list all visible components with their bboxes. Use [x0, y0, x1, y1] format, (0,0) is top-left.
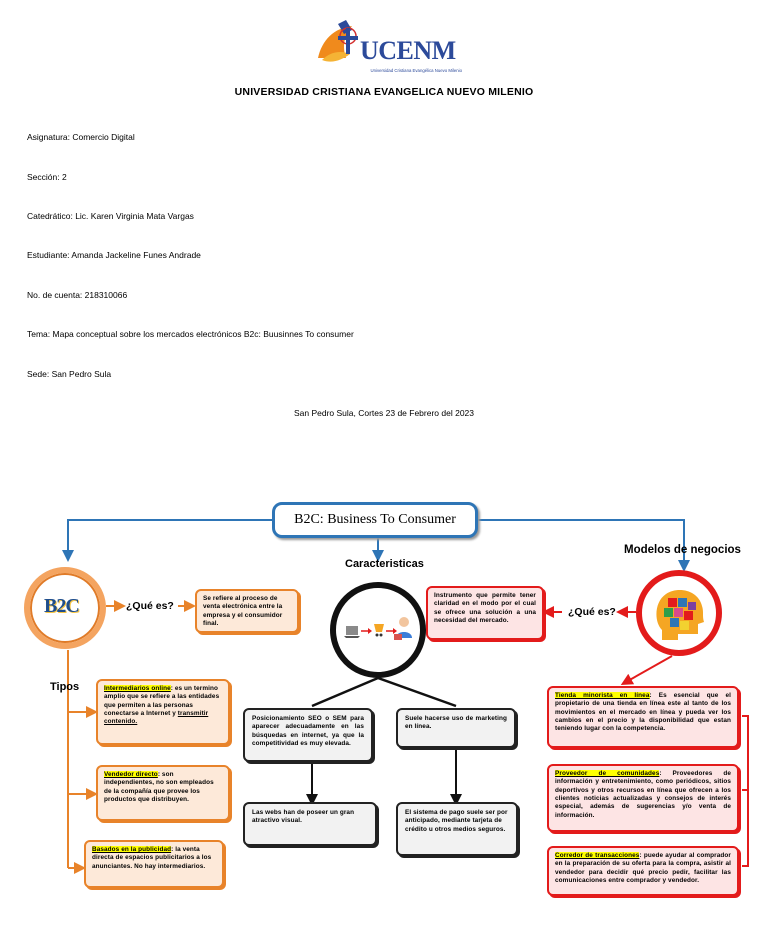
model-title: Corredor de transacciones — [555, 852, 640, 859]
type-title: Intermediarios online — [104, 685, 171, 692]
ucenm-logo: UCENM Universidad Cristiana Evangélica N… — [312, 14, 462, 76]
type-box-ad-based: Basados en la publicidad: la venta direc… — [84, 840, 224, 888]
model-box-online-retail: Tienda minorista en línea: Es esencial q… — [547, 686, 739, 748]
model-title: Tienda minorista en línea — [555, 692, 650, 699]
characteristics-label: Caracteristicas — [345, 558, 424, 570]
info-topic: Tema: Mapa conceptual sobre los mercados… — [27, 329, 354, 339]
characteristic-box-marketing: Suele hacerse uso de marketing en línea. — [396, 708, 516, 748]
head-puzzle-icon — [656, 590, 704, 640]
type-box-direct-seller: Vendedor directo: son independientes, no… — [96, 765, 230, 821]
model-box-community-provider: Proveedor de comunidades: Proveedores de… — [547, 764, 739, 832]
b2c-definition-box: Se refiere al proceso de venta electróni… — [195, 589, 299, 633]
characteristic-box-seo: Posicionamiento SEO o SEM para aparecer … — [243, 708, 373, 762]
type-title: Vendedor directo — [104, 771, 158, 778]
info-campus: Sede: San Pedro Sula — [27, 369, 112, 379]
types-label: Tipos — [50, 681, 80, 693]
business-model-definition-box: Instrumento que permite tener claridad e… — [426, 586, 544, 640]
b2c-circle: B2C — [24, 567, 106, 649]
logo-emblem-icon — [318, 20, 358, 62]
right-que-es-label: ¿Qué es? — [568, 606, 616, 618]
info-account: No. de cuenta: 218310066 — [27, 290, 128, 300]
characteristics-circle — [330, 582, 426, 678]
business-models-label: Modelos de negocios — [624, 544, 741, 556]
info-section: Sección: 2 — [27, 172, 67, 182]
logo-text: UCENM — [360, 36, 456, 65]
characteristic-box-payment: El sistema de pago suele ser por anticip… — [396, 802, 518, 856]
model-title: Proveedor de comunidades — [555, 770, 660, 777]
b2c-circle-text: B2C — [44, 595, 80, 617]
logo-subtitle: Universidad Cristiana Evangélica Nuevo M… — [370, 68, 462, 73]
purchase-flow-icon — [344, 617, 412, 640]
type-box-online-intermediaries: Intermediarios online: es un termino amp… — [96, 679, 230, 745]
university-title: UNIVERSIDAD CRISTIANA EVANGELICA NUEVO M… — [234, 86, 534, 98]
characteristic-box-visual: Las webs han de poseer un gran atractivo… — [243, 802, 377, 846]
business-models-circle — [636, 570, 722, 656]
model-box-transaction-broker: Corredor de transacciones: puede ayudar … — [547, 846, 739, 896]
info-teacher: Catedrático: Lic. Karen Virginia Mata Va… — [27, 211, 194, 221]
type-title: Basados en la publicidad — [92, 846, 172, 853]
info-subject: Asignatura: Comercio Digital — [27, 132, 135, 142]
left-que-es-label: ¿Qué es? — [126, 600, 174, 612]
city-date: San Pedro Sula, Cortes 23 de Febrero del… — [293, 408, 475, 418]
info-student: Estudiante: Amanda Jackeline Funes Andra… — [27, 250, 201, 260]
main-concept-box: B2C: Business To Consumer — [272, 502, 478, 538]
